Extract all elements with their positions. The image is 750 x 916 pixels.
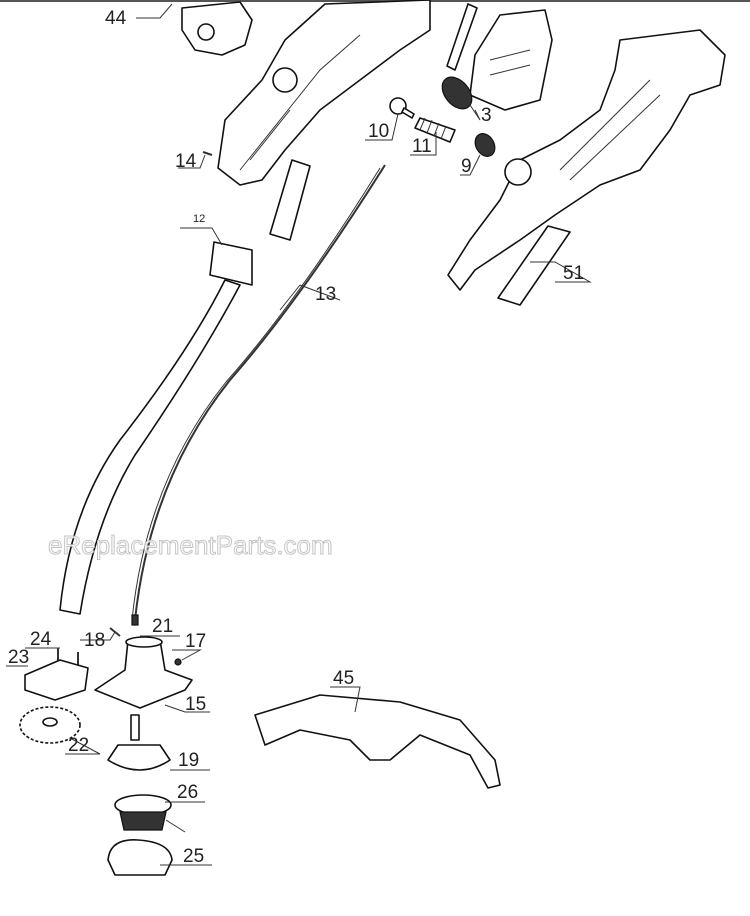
part-11-spring bbox=[414, 117, 456, 143]
callout-10: 10 bbox=[368, 121, 389, 142]
part-19-hub bbox=[107, 714, 171, 771]
callout-13: 13 bbox=[315, 284, 336, 305]
callout-45: 45 bbox=[333, 668, 354, 689]
callout-51: 51 bbox=[563, 263, 584, 284]
leader-lines bbox=[6, 3, 592, 866]
part-25-spool-cap bbox=[107, 839, 173, 876]
callout-44: 44 bbox=[105, 8, 127, 29]
callout-9: 9 bbox=[461, 156, 472, 177]
part-44-latch bbox=[181, 1, 253, 56]
callout-11: 11 bbox=[412, 136, 432, 157]
callout-21: 21 bbox=[152, 616, 173, 637]
part-26-spool bbox=[114, 794, 186, 833]
callout-12: 12 bbox=[193, 213, 205, 225]
callout-26: 26 bbox=[177, 782, 198, 803]
motor-shaft-pin bbox=[446, 3, 478, 71]
part-23-lever bbox=[24, 659, 89, 701]
callout-14: 14 bbox=[175, 151, 197, 172]
part-3-gear bbox=[441, 76, 473, 110]
part-9-pinion bbox=[474, 133, 496, 157]
part-45-guard bbox=[254, 694, 501, 789]
callout-25: 25 bbox=[183, 846, 204, 867]
callout-3: 3 bbox=[481, 105, 492, 126]
watermark: eReplacementParts.com bbox=[48, 530, 333, 560]
part-10-bushing bbox=[389, 97, 415, 119]
top-border bbox=[0, 0, 750, 2]
callout-17: 17 bbox=[185, 631, 206, 652]
callout-18: 18 bbox=[84, 630, 105, 651]
left-housing bbox=[217, 0, 431, 186]
part-15-head-housing bbox=[94, 636, 193, 709]
part-51-label bbox=[497, 225, 571, 306]
callout-15: 15 bbox=[185, 694, 206, 715]
part-12-tube-collar bbox=[59, 159, 311, 615]
motor bbox=[469, 9, 553, 111]
part-13-flex-shaft bbox=[131, 164, 386, 621]
part-22-knob bbox=[19, 706, 81, 744]
right-housing bbox=[447, 29, 726, 291]
callout-19: 19 bbox=[178, 750, 199, 771]
callout-24: 24 bbox=[30, 629, 52, 650]
callout-22: 22 bbox=[68, 735, 89, 756]
callout-23: 23 bbox=[8, 647, 29, 668]
